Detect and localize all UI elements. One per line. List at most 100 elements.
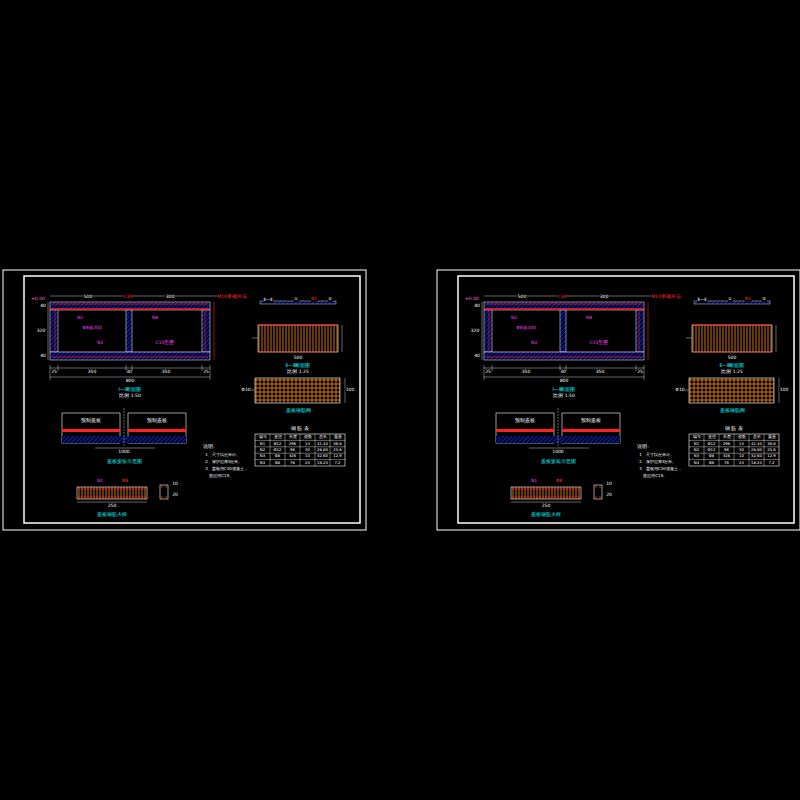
drawing-label: 3、盖板用C30混凝土， <box>205 467 248 471</box>
drawing-label: Φ12 <box>707 442 715 446</box>
drawing-label: Φ12 <box>273 442 281 446</box>
drawing-label: N2 <box>694 448 700 452</box>
drawing-label: 28.80 <box>751 448 762 452</box>
drawing-label: 25 <box>485 370 491 375</box>
drawing-label: 12.9 <box>333 454 342 458</box>
drawing-sheet <box>3 270 366 530</box>
drawing-label: 7.2 <box>768 461 775 465</box>
drawing-label: 25.6 <box>767 448 776 452</box>
drawing-label: 30 <box>739 448 744 452</box>
drawing-label: 296 <box>723 442 731 446</box>
drawing-label: 编号 <box>692 435 701 439</box>
drawing-label: 30 <box>126 370 132 375</box>
drawing-label: N2 <box>511 316 518 321</box>
drawing-label: 20 <box>606 493 612 498</box>
drawing-label: 30 <box>560 370 566 375</box>
drawing-label: N4 <box>586 316 593 321</box>
drawing-label: 盖板钢筋大样 <box>97 512 128 517</box>
drawing-label: 重量 <box>767 435 776 439</box>
drawing-label: 垫层用C15。 <box>209 474 233 478</box>
drawing-label: 12.9 <box>767 454 776 458</box>
drawing-label: 76 <box>290 461 295 465</box>
drawing-label: 10 <box>606 482 612 487</box>
drawing-label: Ⅱ—Ⅱ <box>263 298 273 303</box>
drawing-label: 2、保护层厚3厘米。 <box>639 460 677 464</box>
drawing-label: 1000 <box>552 450 564 455</box>
drawing-label: 7.2 <box>334 461 341 465</box>
drawing-label: 40 <box>40 304 46 309</box>
drawing-label: 比例 1:25 <box>721 370 743 375</box>
drawing-label: 直径 <box>707 435 716 439</box>
drawing-label: Φ10 <box>675 388 685 393</box>
drawing-label: 比例 1:50 <box>553 394 575 399</box>
drawing-label: N1 <box>745 297 752 302</box>
drawing-label: 320 <box>470 329 479 334</box>
drawing-label: 36.8 <box>767 442 776 446</box>
drawing-label: 800 <box>125 379 134 384</box>
drawing-label: N1 <box>694 442 700 446</box>
drawing-label: 30 <box>305 448 310 452</box>
drawing-label: 500 <box>517 295 526 300</box>
drawing-label: 320 <box>36 329 45 334</box>
drawing-label: 盖板钢筋网 <box>285 408 311 413</box>
drawing-label: Φ12 <box>273 448 281 452</box>
drawing-label: 24 <box>305 461 310 465</box>
drawing-label: Φ8 <box>556 479 563 484</box>
drawing-label: 40 <box>40 354 46 359</box>
drawing-label: 326 <box>289 454 297 458</box>
drawing-label: 1、尺寸以厘米计。 <box>639 453 674 457</box>
drawing-label: 500 <box>293 356 302 361</box>
drawing-label: 500 <box>727 356 736 361</box>
drawing-label: C15垫层 <box>155 341 174 346</box>
drawing-label: 2、保护层厚3厘米。 <box>205 460 243 464</box>
drawing-label: 32.60 <box>317 454 328 458</box>
drawing-label: 根数 <box>737 435 746 439</box>
drawing-label: N2 <box>260 448 266 452</box>
drawing-label: 350 <box>87 370 96 375</box>
drawing-label: 40 <box>474 304 480 309</box>
drawing-label: Φ12 <box>707 448 715 452</box>
drawing-label: M10浆砌片石 <box>217 295 247 300</box>
drawing-label: 总长 <box>752 435 761 439</box>
drawing-label: 1、尺寸以厘米计。 <box>205 453 240 457</box>
drawing-label: 预制盖板 <box>147 419 168 424</box>
drawing-label: 根数 <box>303 435 312 439</box>
drawing-label: 编号 <box>258 435 267 439</box>
drawing-label: M10浆砌片石 <box>651 295 681 300</box>
drawing-label: Φ8 <box>709 454 715 458</box>
drawing-label: 296 <box>289 442 297 446</box>
drawing-label: 18.24 <box>751 461 762 465</box>
drawing-label: Ⅱ—Ⅱ <box>697 298 707 303</box>
drawing-label: N1 <box>97 479 104 484</box>
drawing-label: Ⅱ—Ⅱ断面图 <box>285 363 311 368</box>
drawing-label: 800 <box>559 379 568 384</box>
drawing-label: 10 <box>739 454 744 458</box>
drawing-label: 300 <box>599 295 608 300</box>
drawing-label: Φ8 <box>275 461 281 465</box>
drawing-label: ② <box>762 297 767 302</box>
drawing-label: 3、盖板用C30混凝土， <box>639 467 682 471</box>
drawing-label: 重量 <box>333 435 342 439</box>
drawing-label: N4 <box>260 461 266 465</box>
drawing-label: N4 <box>152 316 159 321</box>
drawing-label: ±0.00 <box>31 297 45 302</box>
drawing-label: 20 <box>172 493 178 498</box>
drawing-label: 18.24 <box>317 461 328 465</box>
drawing-label: C15垫层 <box>589 341 608 346</box>
drawing-label: 盖板钢筋大样 <box>531 512 562 517</box>
drawing-label: 盖板安装示意图 <box>106 459 142 464</box>
drawing-label: 25 <box>203 370 209 375</box>
drawing-label: Φ8@200 <box>82 326 102 331</box>
drawing-label: N3 <box>97 341 104 346</box>
drawing-label: 96 <box>724 448 729 452</box>
drawing-label: 比例 1:50 <box>119 394 141 399</box>
drawing-label: 76 <box>724 461 729 465</box>
drawing-label: N3 <box>260 454 266 458</box>
drawing-label: ±0.00 <box>465 297 479 302</box>
drawing-label: 说明: <box>637 445 649 450</box>
drawing-label: N3 <box>694 454 700 458</box>
drawing-label: 32.60 <box>751 454 762 458</box>
